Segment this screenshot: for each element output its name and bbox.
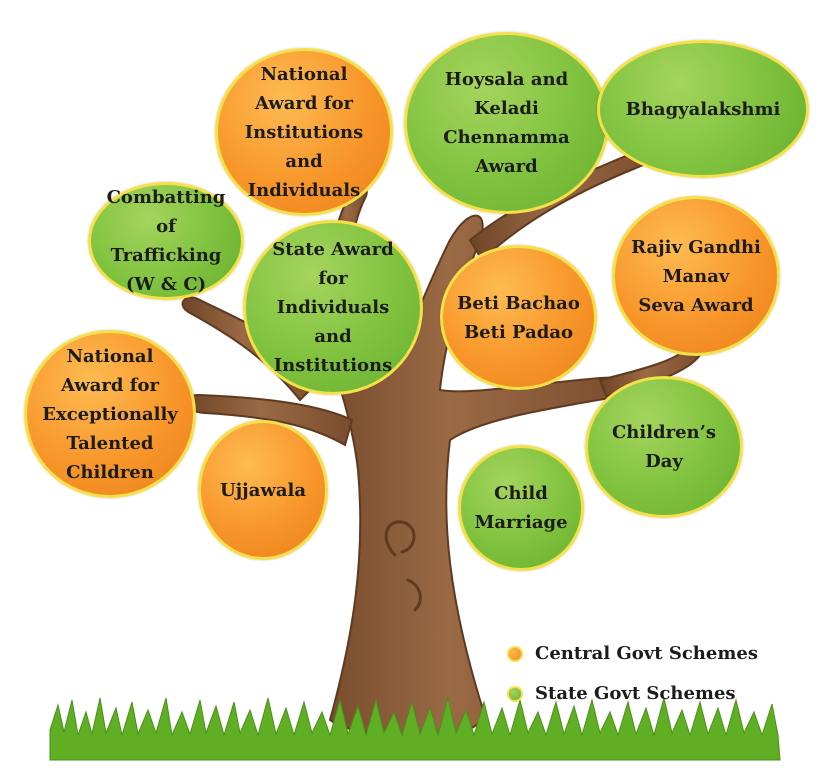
scheme-child-marriage: Child Marriage xyxy=(458,445,584,571)
legend-state: State Govt Schemes xyxy=(507,683,736,704)
legend-central: Central Govt Schemes xyxy=(507,643,758,664)
scheme-label: Child Marriage xyxy=(474,483,568,533)
scheme-label: Beti Bachao Beti Padao xyxy=(457,292,580,343)
scheme-beti-bachao: Beti Bachao Beti Padao xyxy=(440,245,597,390)
green-dot-icon xyxy=(507,685,523,702)
scheme-label: State Award for Individuals and Institut… xyxy=(272,239,394,376)
legend-central-label: Central Govt Schemes xyxy=(535,643,758,664)
scheme-label: Children’s Day xyxy=(611,422,717,472)
bark-swirl xyxy=(384,520,422,612)
scheme-label: Bhagyalakshmi xyxy=(625,98,781,120)
scheme-national-award-children: National Award for Exceptionally Talente… xyxy=(24,330,196,498)
scheme-state-award: State Award for Individuals and Institut… xyxy=(243,220,423,395)
scheme-childrens-day: Children’s Day xyxy=(585,376,743,518)
scheme-ujjawala: Ujjawala xyxy=(198,420,328,560)
scheme-label: National Award for Institutions and Indi… xyxy=(244,63,364,201)
scheme-national-award-institutions: National Award for Institutions and Indi… xyxy=(215,48,393,216)
scheme-bhagyalakshmi: Bhagyalakshmi xyxy=(597,40,809,178)
scheme-label: Ujjawala xyxy=(219,479,307,501)
scheme-label: Hoysala and Keladi Chennamma Award xyxy=(443,69,570,177)
legend-state-label: State Govt Schemes xyxy=(535,683,736,704)
grass xyxy=(49,697,781,761)
scheme-label: Combatting of Trafficking (W & C) xyxy=(106,187,226,295)
scheme-label: National Award for Exceptionally Talente… xyxy=(42,345,178,483)
scheme-rajiv-gandhi: Rajiv Gandhi Manav Seva Award xyxy=(612,196,780,356)
scheme-combatting-trafficking: Combatting of Trafficking (W & C) xyxy=(88,182,244,300)
scheme-label: Rajiv Gandhi Manav Seva Award xyxy=(631,236,761,316)
orange-dot-icon xyxy=(507,645,523,662)
scheme-hoysala-keladi: Hoysala and Keladi Chennamma Award xyxy=(404,32,609,214)
